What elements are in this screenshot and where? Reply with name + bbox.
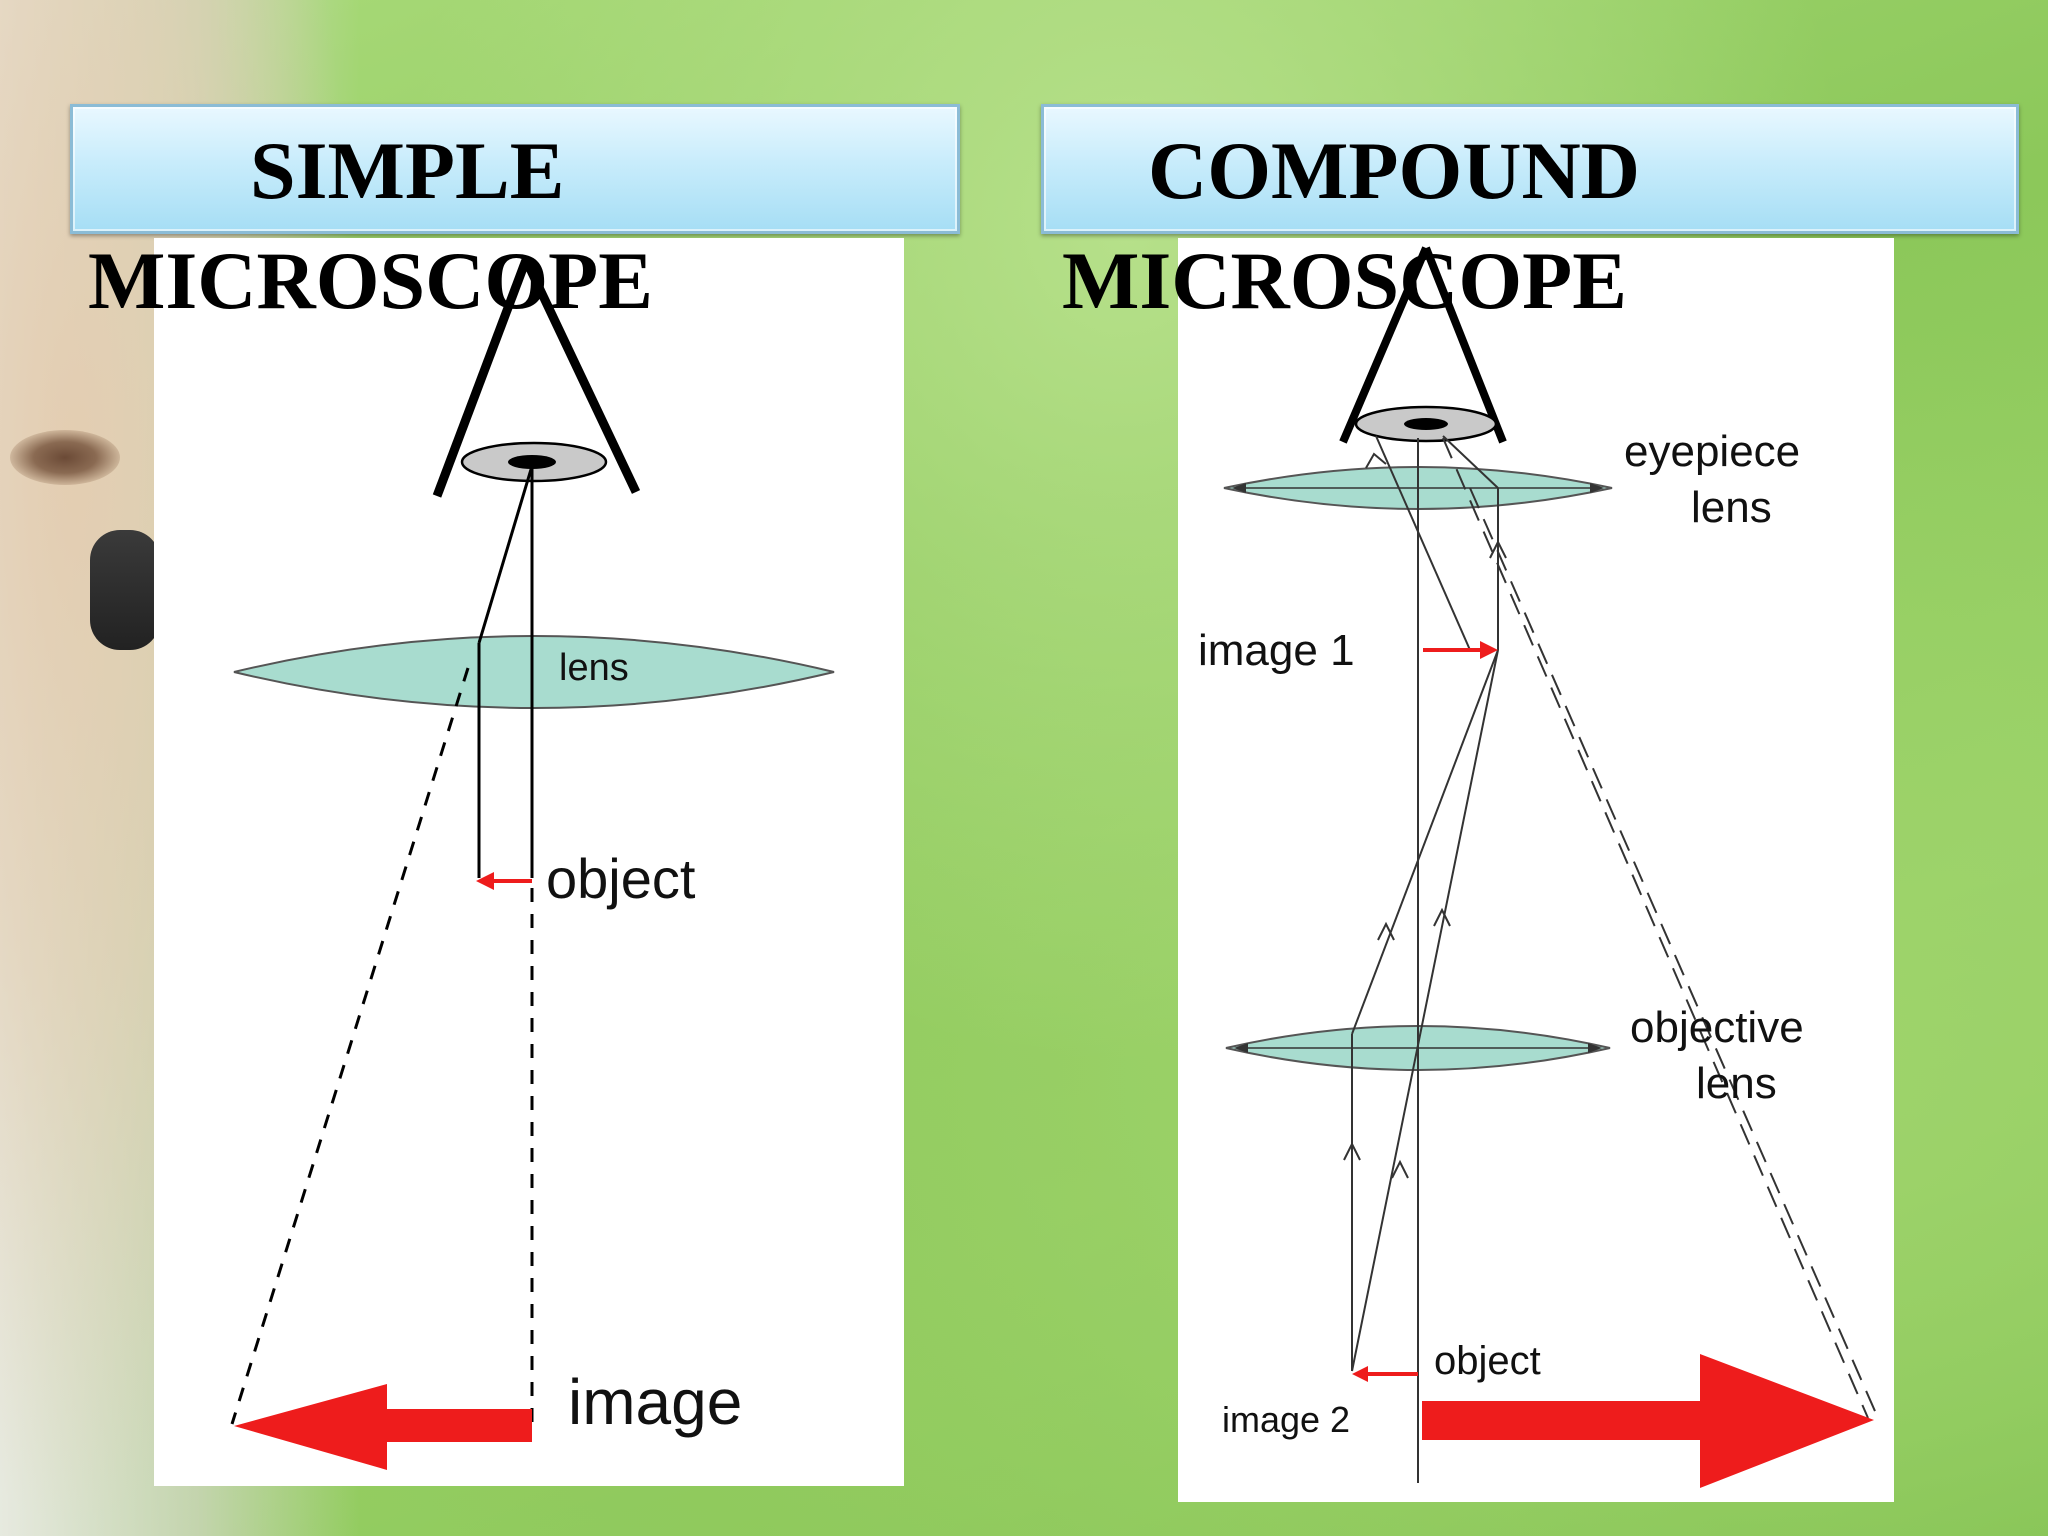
- microscope-eyepiece-photo: [90, 530, 160, 650]
- simple-lens: [233, 635, 835, 709]
- image2-label: image 2: [1222, 1399, 1350, 1440]
- objective-label-line1: objective: [1630, 1003, 1804, 1052]
- eyepiece-label-line1: eyepiece: [1624, 427, 1800, 476]
- person-eye: [10, 430, 120, 485]
- simple-microscope-diagram: lens object image: [230, 258, 835, 1470]
- objective-label-line2: lens: [1696, 1059, 1777, 1108]
- image2-arrow: [1422, 1354, 1874, 1488]
- eye-icon: [1339, 246, 1507, 444]
- simple-object-label: object: [546, 847, 696, 910]
- simple-lens-label: lens: [559, 647, 629, 689]
- compound-object-arrow: [1352, 1366, 1418, 1382]
- compound-heading-line1: COMPOUND: [1148, 125, 1640, 216]
- simple-heading-banner: [70, 104, 960, 234]
- simple-image-label: image: [568, 1366, 742, 1438]
- eyepiece-label-line2: lens: [1691, 483, 1772, 532]
- eye-icon: [432, 258, 641, 498]
- simple-heading-line1: SIMPLE: [250, 125, 565, 216]
- compound-heading-banner: [1041, 104, 2019, 234]
- image1-arrow: [1423, 641, 1498, 659]
- compound-microscope-panel: eyepiece lens image 1 objective lens obj…: [1178, 238, 1894, 1502]
- image1-label: image 1: [1198, 626, 1355, 675]
- compound-object-label: object: [1434, 1339, 1541, 1383]
- simple-object-arrow: [476, 872, 532, 890]
- simple-image-arrow: [234, 1384, 532, 1470]
- simple-microscope-panel: lens object image: [154, 238, 904, 1486]
- simple-heading-line2: MICROSCOPE: [88, 235, 653, 326]
- compound-heading-line2: MICROSCOPE: [1062, 235, 1627, 326]
- compound-microscope-diagram: eyepiece lens image 1 objective lens obj…: [1198, 246, 1879, 1488]
